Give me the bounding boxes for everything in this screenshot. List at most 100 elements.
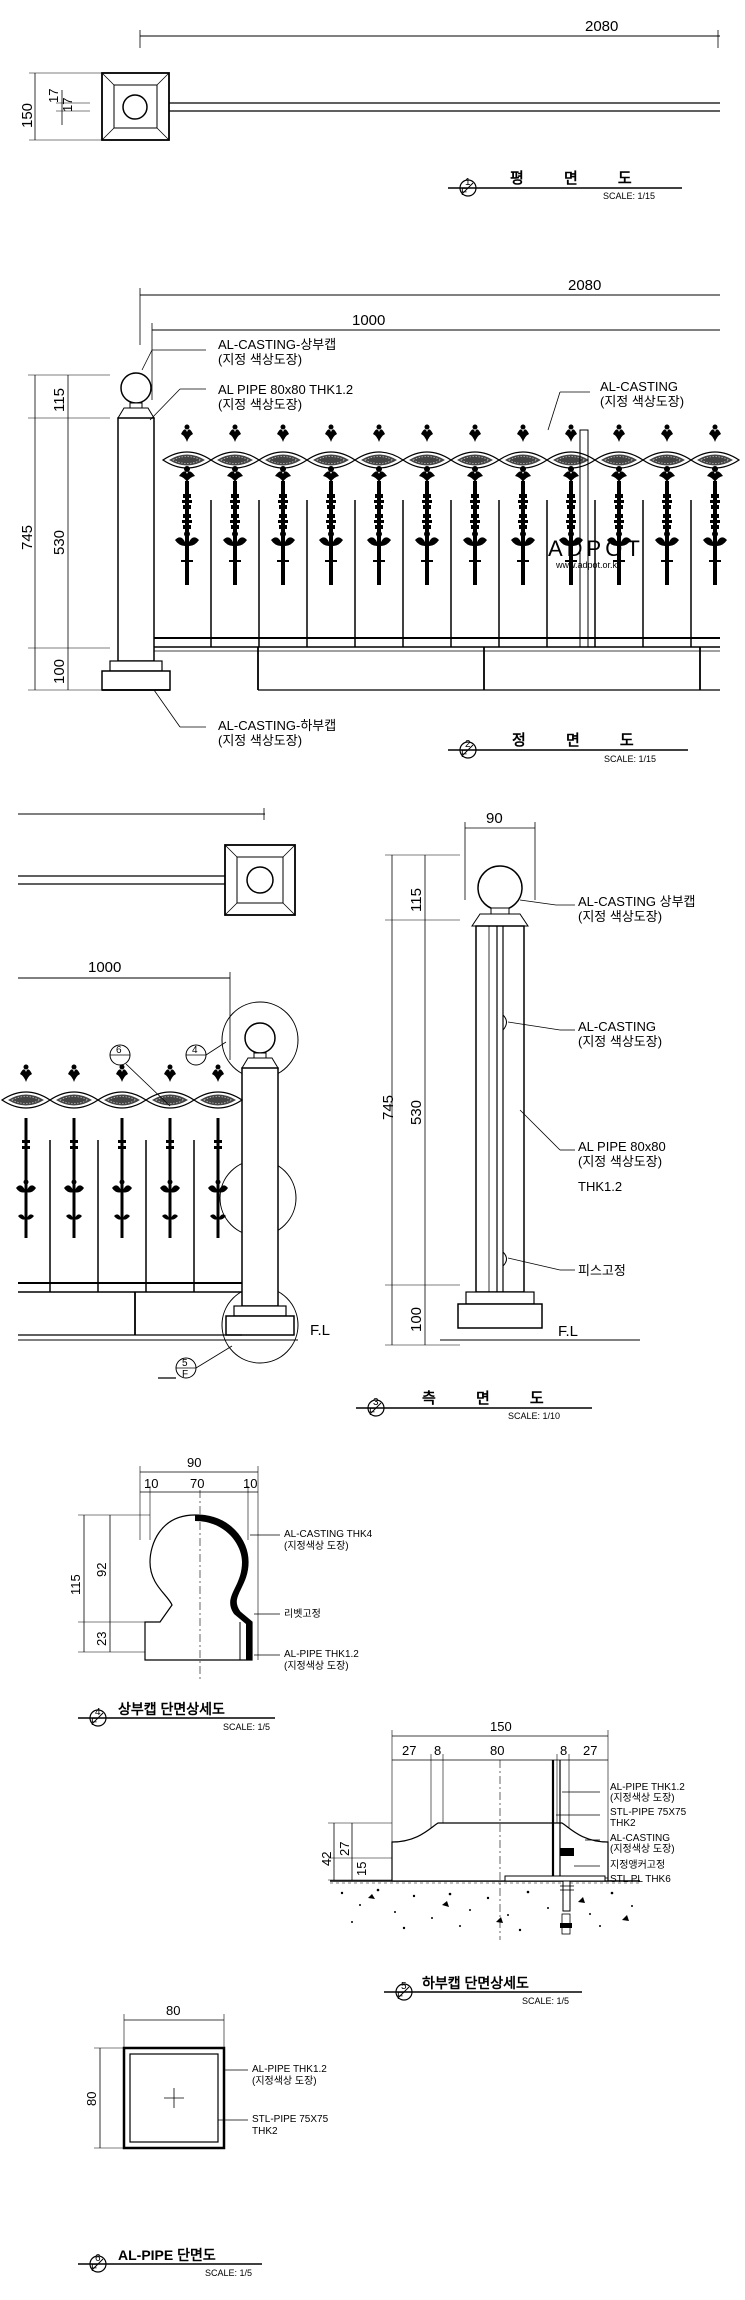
v2-dim-total: 2080 bbox=[568, 277, 601, 294]
v2-scale: SCALE: 1/15 bbox=[604, 754, 656, 764]
v5-title: 하부캡 단면상세도 bbox=[422, 1975, 529, 1991]
v5-label-plate: STL PL THK6 bbox=[610, 1874, 671, 1885]
v3-num: 3 bbox=[373, 1397, 379, 1408]
v2-sub: F bbox=[461, 749, 467, 760]
v1-dim-total: 2080 bbox=[585, 18, 618, 35]
v2-dim-top: 115 bbox=[51, 388, 68, 412]
v3-title: 측 면 도 bbox=[422, 1390, 562, 1407]
v3-dim-panel: 1000 bbox=[88, 959, 121, 976]
v3-label-cast-note: (지정 색상도장) bbox=[578, 1034, 662, 1049]
v6-num: 6 bbox=[95, 2253, 101, 2264]
v5-label-cast-note: (지정색상 도장) bbox=[610, 1843, 675, 1855]
v2-title-block: 2 F 정 면 도 SCALE: 1/15 bbox=[448, 731, 688, 764]
v5-dim-h1: 27 bbox=[337, 1842, 352, 1856]
v4-label-pipe-note: (지정색상 도장) bbox=[284, 1660, 349, 1672]
v2-label-cast-note: (지정 색상도장) bbox=[600, 394, 684, 409]
view4-top-cap: 90 10 70 10 115 92 23 AL-CASTING THK4 (지… bbox=[68, 1455, 373, 1732]
v5-dim-top-3: 8 bbox=[560, 1743, 567, 1758]
v3-dim-top: 115 bbox=[408, 888, 425, 912]
v2-dim-mid: 530 bbox=[51, 530, 68, 555]
v6-label-stl-thk: THK2 bbox=[252, 2126, 278, 2137]
view3-side: 90 745 115 530 100 F.L AL-CASTING 상부캡 (지… bbox=[356, 810, 696, 1421]
v4-dim-c: 10 bbox=[243, 1476, 257, 1491]
v3-callout-5-num: 5 bbox=[182, 1358, 188, 1369]
v6-title-block: 6 F AL-PIPE 단면도 SCALE: 1/5 bbox=[78, 2247, 262, 2278]
v3-dim-bot: 100 bbox=[408, 1307, 425, 1332]
v2-label-cast: AL-CASTING bbox=[600, 379, 678, 394]
v4-label-rivet: 리벳고정 bbox=[284, 1608, 321, 1620]
v4-label-pipe: AL-PIPE THK1.2 bbox=[284, 1649, 359, 1660]
v3-callout-6: 6 bbox=[109, 1044, 171, 1107]
v4-scale: SCALE: 1/5 bbox=[223, 1722, 270, 1732]
v4-title-block: 4 F 상부캡 단면상세도 SCALE: 1/5 bbox=[78, 1701, 275, 1732]
v5-label-pipe: AL-PIPE THK1.2 bbox=[610, 1782, 685, 1793]
v2-label-base: AL-CASTING-하부캡 bbox=[218, 718, 336, 733]
view2-elevation: 2080 1000 745 115 530 100 bbox=[19, 277, 740, 764]
v3-fl-right: F.L bbox=[558, 1323, 578, 1340]
v3-label-cap-note: (지정 색상도장) bbox=[578, 909, 662, 924]
v4-dim-a: 10 bbox=[144, 1476, 158, 1491]
v3-dim-mid: 530 bbox=[408, 1100, 425, 1125]
v4-dim-h2: 23 bbox=[94, 1632, 109, 1646]
v1-dim-height: 150 bbox=[19, 103, 36, 128]
v3-dim-width: 90 bbox=[486, 810, 503, 827]
v5-dim-top-4: 27 bbox=[583, 1743, 597, 1758]
v4-sub: F bbox=[91, 1717, 97, 1728]
v2-label-cap-note: (지정 색상도장) bbox=[218, 352, 302, 367]
v5-label-cast: AL-CASTING bbox=[610, 1833, 670, 1844]
v3-label-screw: 피스고정 bbox=[578, 1263, 626, 1278]
v2-num: 2 bbox=[465, 739, 471, 750]
v2-title: 정 면 도 bbox=[512, 731, 652, 749]
v2-dim-bot: 100 bbox=[51, 659, 68, 684]
v2-label-base-note: (지정 색상도장) bbox=[218, 733, 302, 748]
v2-label-pipe-note: (지정 색상도장) bbox=[218, 397, 302, 412]
v4-num: 4 bbox=[95, 1707, 101, 1718]
v2-dim-height: 745 bbox=[19, 525, 36, 550]
v3-label-pipe-thk: THK1.2 bbox=[578, 1179, 622, 1194]
watermark: ADPOT bbox=[548, 536, 644, 561]
v2-dim-panel: 1000 bbox=[352, 312, 385, 329]
v6-scale: SCALE: 1/5 bbox=[205, 2268, 252, 2278]
v5-dim-top-2: 80 bbox=[490, 1743, 504, 1758]
v3-panel bbox=[1, 1064, 298, 1341]
v5-dim-w: 150 bbox=[490, 1719, 512, 1734]
v4-dim-b: 70 bbox=[190, 1476, 204, 1491]
v3-label-pipe: AL PIPE 80x80 bbox=[578, 1139, 666, 1154]
v1-title-block: 1 F 평 면 도 SCALE: 1/15 bbox=[448, 169, 682, 201]
v6-label-pipe-note: (지정색상 도장) bbox=[252, 2075, 317, 2087]
v1-title: 평 면 도 bbox=[510, 169, 650, 187]
v3-callout-5-sub: F bbox=[182, 1369, 188, 1380]
v2-label-cap: AL-CASTING-상부캡 bbox=[218, 337, 336, 352]
v3-fl-left: F.L bbox=[310, 1322, 330, 1339]
view6-pipe-section: 80 80 AL-PIPE THK1.2 (지정색상 도장) STL-PIPE … bbox=[78, 2003, 329, 2278]
v5-num: 5 bbox=[401, 1981, 407, 1992]
v5-label-stl: STL-PIPE 75X75 bbox=[610, 1807, 687, 1818]
v1-dim-a: 17 bbox=[46, 89, 61, 103]
view5-bottom-cap: 150 27 8 80 8 27 42 27 15 bbox=[319, 1719, 687, 2006]
v3-scale: SCALE: 1/10 bbox=[508, 1411, 560, 1421]
v5-dim-top-0: 27 bbox=[402, 1743, 416, 1758]
v3-label-cap: AL-CASTING 상부캡 bbox=[578, 894, 696, 909]
v1-num: 1 bbox=[465, 177, 471, 188]
v5-concrete bbox=[340, 1888, 633, 1932]
v1-scale: SCALE: 1/15 bbox=[603, 191, 655, 201]
v5-sub: F bbox=[397, 1991, 403, 2002]
v3-dim-height: 745 bbox=[380, 1095, 397, 1120]
watermark-url: www.adpot.or.kr bbox=[555, 560, 620, 570]
v3-callout-4: 4 bbox=[185, 1041, 227, 1066]
v3-sub: F bbox=[369, 1407, 375, 1418]
v5-label-anchor: 지정앵커고정 bbox=[610, 1859, 665, 1871]
v4-dim-w: 90 bbox=[187, 1455, 201, 1470]
v3-label-pipe-note: (지정 색상도장) bbox=[578, 1154, 662, 1169]
v5-label-stl-thk: THK2 bbox=[610, 1818, 636, 1829]
v4-title: 상부캡 단면상세도 bbox=[118, 1701, 225, 1717]
v2-panel bbox=[154, 424, 740, 691]
v1-sub: F bbox=[461, 187, 467, 198]
v6-dim-h: 80 bbox=[84, 2092, 99, 2106]
v4-dim-h: 115 bbox=[68, 1574, 83, 1595]
v5-scale: SCALE: 1/5 bbox=[522, 1996, 569, 2006]
v6-title: AL-PIPE 단면도 bbox=[118, 2247, 216, 2263]
v6-label-stl: STL-PIPE 75X75 bbox=[252, 2114, 329, 2125]
v6-dim-w: 80 bbox=[166, 2003, 180, 2018]
